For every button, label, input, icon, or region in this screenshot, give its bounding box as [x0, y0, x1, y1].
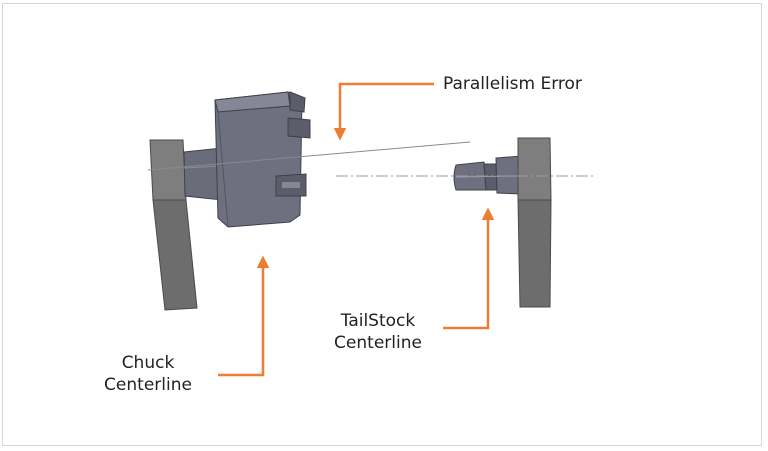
chuck-jaws	[275, 91, 311, 197]
chuck-label-line1: Chuck	[121, 353, 175, 373]
chuck-centerline-arrow	[218, 255, 270, 377]
chuck-centerline	[147, 141, 471, 171]
tailstock-centerline-arrow	[443, 207, 495, 330]
parallelism-error-arrow	[333, 82, 434, 141]
tailstock-stand	[517, 137, 552, 308]
tailstock-label-line2: Centerline	[334, 333, 422, 353]
tailstock-centerline-label: TailStock Centerline	[318, 310, 438, 354]
chuck-stand	[149, 139, 198, 311]
tailstock-quill	[453, 155, 523, 195]
chuck-body	[214, 91, 303, 228]
tailstock-label-line1: TailStock	[340, 311, 416, 331]
chuck-label-line2: Centerline	[104, 375, 192, 395]
chuck-centerline-label: Chuck Centerline	[88, 352, 208, 396]
figure-frame	[2, 3, 762, 446]
parallelism-error-label: Parallelism Error	[443, 74, 582, 94]
